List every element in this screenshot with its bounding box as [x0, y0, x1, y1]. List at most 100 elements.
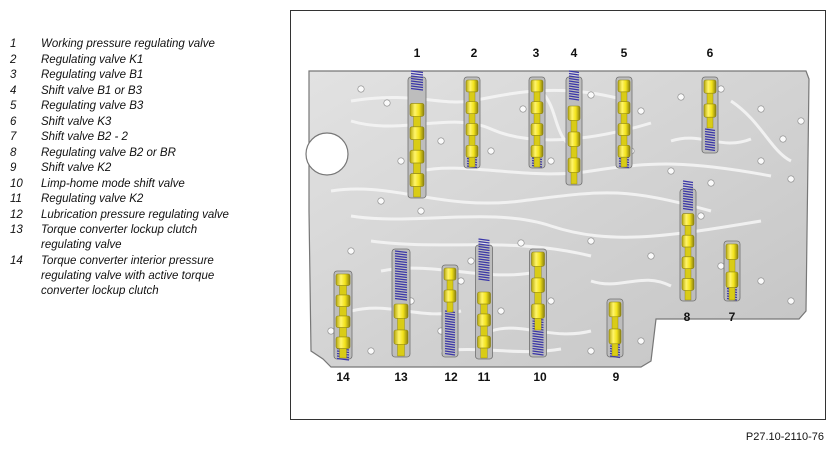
spring-coil	[394, 265, 408, 269]
spring-coil	[444, 315, 456, 319]
spring-coil	[444, 350, 456, 354]
spool-land	[465, 123, 479, 136]
spool-stem	[480, 347, 488, 359]
spring-coil	[444, 347, 456, 351]
spool-stem	[446, 279, 454, 291]
spring-coil	[444, 345, 456, 349]
spring-coil	[394, 250, 408, 254]
valve-7	[723, 240, 741, 302]
legend-number: 11	[10, 193, 22, 205]
valve-6	[701, 76, 719, 154]
callout-label: 9	[613, 370, 620, 384]
spring-coil	[394, 277, 408, 281]
spool-stem	[533, 157, 541, 168]
spring-coil	[394, 285, 408, 289]
channel	[730, 99, 792, 163]
plate-hole	[697, 212, 705, 220]
spool-stem	[397, 318, 405, 331]
plate-hole	[383, 99, 391, 107]
spool-land	[617, 144, 631, 158]
spool-stem	[480, 303, 488, 315]
spool-stem	[611, 343, 619, 357]
spring-coil	[568, 97, 580, 101]
legend-text: Regulating valve K1	[41, 53, 144, 66]
legend-number: 12	[10, 208, 23, 221]
legend-number: 5	[10, 100, 17, 112]
spring-coil	[394, 267, 408, 271]
spool-land	[443, 289, 457, 303]
legend-text: Torque converter interior pressure regul…	[41, 254, 215, 297]
spring-coil	[704, 135, 716, 139]
legend-number: 10	[10, 177, 23, 190]
plate-hole	[787, 175, 795, 183]
spring-coil	[394, 257, 408, 261]
callout-label: 8	[684, 310, 691, 324]
spring-coil	[478, 265, 490, 269]
legend-number: 13	[10, 224, 23, 236]
spring-coil	[682, 187, 694, 191]
spool-stem	[413, 186, 421, 198]
plate-hole	[347, 247, 355, 255]
legend-number: 14	[10, 254, 23, 267]
spring-coil	[704, 128, 716, 132]
spring-coil	[478, 260, 490, 264]
plate-hole	[787, 297, 795, 305]
spool-stem	[728, 287, 736, 301]
spring-coil	[394, 282, 408, 286]
spring-coil	[532, 330, 544, 334]
spring-coil	[394, 275, 408, 279]
spring-coil	[682, 182, 694, 186]
spool-land	[681, 213, 695, 226]
spool-land	[477, 291, 491, 305]
plate-hole	[367, 347, 375, 355]
spool-land	[617, 123, 631, 136]
spring-coil	[394, 290, 408, 294]
legend-text: Shift valve K3	[41, 115, 112, 128]
spring-coil	[394, 295, 408, 299]
spool-land	[465, 79, 479, 93]
spring-coil	[682, 195, 694, 199]
legend-text: Shift valve K2	[41, 162, 112, 174]
spool-stem	[413, 116, 421, 127]
valve-5	[615, 76, 633, 169]
spool-stem	[480, 325, 488, 337]
callout-label: 7	[729, 310, 736, 324]
spool-land	[681, 278, 695, 291]
spring-coil	[410, 72, 424, 76]
legend-number: 7	[10, 131, 17, 143]
spool-land	[409, 103, 425, 117]
spool-land	[530, 123, 544, 136]
spool-stem	[468, 157, 476, 168]
spool-stem	[534, 266, 542, 279]
legend-item: 12 Lubrication pressure regulating valve	[10, 208, 280, 223]
plate-hole	[707, 179, 715, 187]
callout-label: 4	[571, 46, 578, 60]
spool-land	[703, 79, 717, 94]
valve-9	[606, 298, 624, 359]
spring-coil	[394, 280, 408, 284]
plate-hole	[647, 252, 655, 260]
figure-code: P27.10-2110-76	[745, 431, 824, 443]
spring-coil	[478, 248, 490, 252]
legend-text: Lubrication pressure regulating valve	[41, 208, 229, 221]
plate-hole	[757, 277, 765, 285]
valve-8	[679, 180, 697, 302]
plate-hole	[667, 167, 675, 175]
spring-coil	[410, 70, 424, 74]
spring-coil	[704, 140, 716, 144]
spring-coil	[532, 337, 544, 341]
spool-land	[617, 101, 631, 115]
plate-bore	[305, 132, 349, 176]
spool-land	[681, 256, 695, 269]
spool-stem	[339, 348, 347, 359]
spring-coil	[568, 95, 580, 99]
spool-stem	[339, 285, 347, 296]
plate-hole	[779, 135, 787, 143]
spring-coil	[444, 342, 456, 346]
plate-hole	[497, 307, 505, 315]
spool-land	[725, 243, 739, 260]
